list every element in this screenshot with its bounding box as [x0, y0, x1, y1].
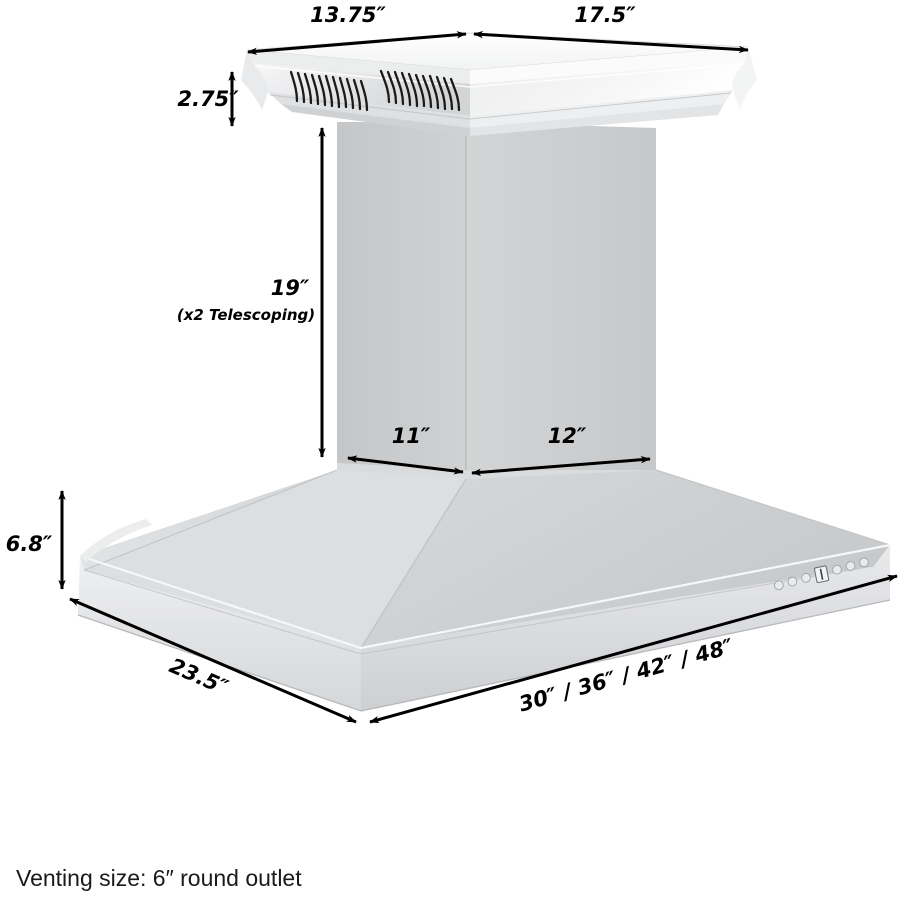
chimney-section [337, 122, 656, 479]
crown-left-fascia-upper [247, 50, 470, 84]
crown-depth-dimension: 13.75″ [247, 3, 467, 55]
control-button-5[interactable] [845, 561, 856, 571]
canopy-ridge-right [655, 469, 891, 546]
crown-vent-slats [289, 69, 461, 112]
control-button-4[interactable] [832, 564, 842, 575]
crown-highlight-line [254, 63, 747, 88]
chimney-height-label: 19″ [271, 276, 310, 300]
range-hood-illustration [77, 32, 891, 712]
crown-width-label: 17.5″ [574, 3, 636, 27]
chimney-depth-arrow [347, 455, 464, 475]
vent-slat-group-right [379, 69, 461, 112]
crown-height-dimension: 2.75″ [177, 71, 239, 127]
crown-left-bracket [241, 50, 269, 110]
venting-size-caption: Venting size: 6″ round outlet [16, 865, 302, 891]
crown-width-dimension: 17.5″ [473, 3, 749, 54]
chimney-height-sublabel: (x2 Telescoping) [177, 306, 315, 324]
chimney-width-dimension: 12″ [471, 424, 651, 476]
chimney-depth-label: 11″ [392, 424, 431, 448]
chimney-height-dimension: 19″ (x2 Telescoping) [177, 127, 326, 458]
canopy-left-flare [80, 519, 152, 562]
crown-depth-label: 13.75″ [310, 3, 386, 27]
crown-right-bracket [732, 47, 757, 110]
canopy-width-arrow [369, 574, 898, 724]
crown-left-lip [281, 104, 470, 136]
crown-height-label: 2.75″ [177, 87, 239, 111]
crown-right-lip [470, 104, 724, 136]
crown-right-cove [470, 61, 745, 116]
chimney-left-face [337, 122, 466, 470]
chimney-width-label: 12″ [548, 424, 587, 448]
canopy-height-label: 6.8″ [6, 532, 53, 556]
crown-width-arrow [473, 30, 749, 54]
canopy-depth-arrow [69, 597, 357, 724]
crown-molding [241, 32, 757, 136]
canopy-ridge-left [83, 469, 338, 571]
canopy-height-dimension: 6.8″ [6, 490, 66, 590]
crown-depth-arrow [247, 31, 467, 55]
control-button-6[interactable] [859, 557, 869, 568]
chimney-right-face [466, 122, 656, 470]
chimney-depth-dimension: 11″ [347, 424, 464, 475]
crown-shadow-line [269, 92, 732, 120]
chimney-width-arrow [471, 456, 651, 476]
crown-right-fascia-upper [470, 47, 748, 84]
vent-slat-group-left [289, 70, 369, 112]
